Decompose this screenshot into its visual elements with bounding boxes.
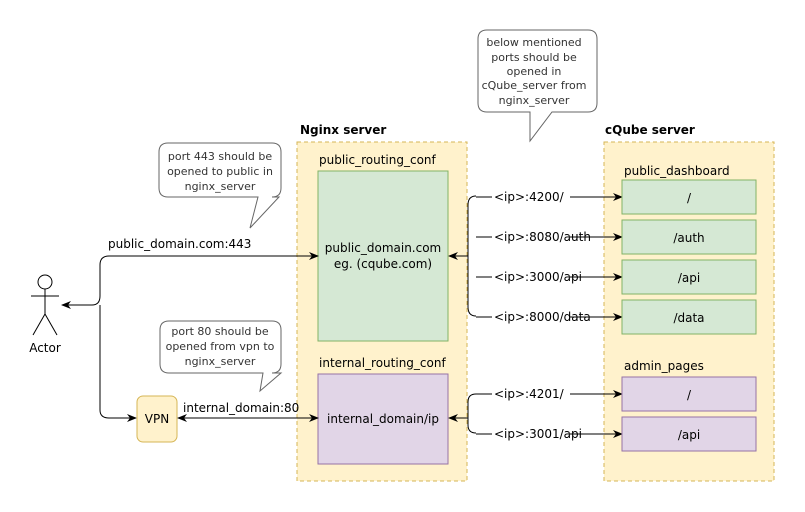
- internal-routing-conf-title: internal_routing_conf: [319, 356, 446, 370]
- public-port-label-1: <ip>:8080/auth: [494, 230, 591, 244]
- vpn-label: VPN: [145, 412, 169, 426]
- public-dashboard-title: public_dashboard: [624, 164, 730, 178]
- note-ports-line2: ports should be: [491, 51, 577, 64]
- note-port443-line2: opened to public in: [167, 165, 273, 178]
- admin-route-box-0: [621, 376, 757, 412]
- admin-port-label-1: <ip>:3001/api: [494, 427, 582, 441]
- public-routes-trunk: [449, 195, 477, 317]
- public-route-box-1: [621, 219, 757, 255]
- admin-pages-title: admin_pages: [624, 359, 704, 373]
- note-port80-line1: port 80 should be: [171, 325, 268, 338]
- admin-route-path-0: /: [687, 388, 692, 402]
- note-ports-line4: cQube_server from: [482, 79, 587, 92]
- public-route-path-2: /api: [678, 271, 700, 285]
- note-port80-line3: nginx_server: [185, 355, 256, 368]
- internal-domain-edge-label: internal_domain:80: [183, 401, 299, 415]
- note-port443-line1: port 443 should be: [168, 150, 272, 163]
- actor-label: Actor: [29, 341, 61, 355]
- note-port80-line2: opened from vpn to: [166, 340, 275, 353]
- public-port-label-bg-3: [492, 308, 570, 324]
- public-routes: <ip>:4200/ / <ip>:8080/auth/auth <ip>:3000/…: [476, 179, 757, 335]
- actor-to-public-edge: [61, 252, 319, 309]
- internal-domain-label: internal_domain/ip: [327, 412, 439, 426]
- public-route-path-3: /data: [673, 311, 704, 325]
- admin-route-path-1: /api: [678, 428, 700, 442]
- note-ports-line1: below mentioned: [486, 36, 581, 49]
- actor-to-vpn-edge: [99, 305, 137, 422]
- admin-port-label-0: <ip>:4201/: [494, 387, 565, 401]
- admin-routes-trunk: [449, 393, 477, 434]
- public-port-label-bg-0: [492, 188, 570, 204]
- note-ports-line3: opened in: [507, 65, 562, 78]
- note-port443-line3: nginx_server: [185, 180, 256, 193]
- public-domain-edge-label: public_domain.com:443: [108, 237, 251, 251]
- public-routing-conf-title: public_routing_conf: [319, 153, 437, 167]
- admin-port-label-bg-0: [492, 385, 570, 401]
- public-route-path-1: /auth: [673, 231, 704, 245]
- note-port80-bubble: [159, 320, 283, 393]
- actor: [31, 274, 59, 336]
- public-route-box-0: [621, 179, 757, 215]
- public-port-label-0: <ip>:4200/: [494, 190, 565, 204]
- note-ports-line5: nginx_server: [499, 94, 570, 107]
- nginx-server-title: Nginx server: [300, 123, 386, 137]
- admin-port-label-bg-1: [492, 425, 570, 441]
- public-route-box-2: [621, 259, 757, 295]
- public-domain-example: eg. (cqube.com): [334, 257, 432, 271]
- public-port-label-2: <ip>:3000/api: [494, 270, 582, 284]
- note-ports-bubble: [477, 29, 598, 143]
- public-route-box-3: [621, 299, 757, 335]
- public-port-label-bg-2: [492, 268, 570, 284]
- public-port-label-3: <ip>:8000/data: [494, 310, 591, 324]
- public-routing-conf-box: [317, 170, 449, 342]
- public-port-label-bg-1: [492, 228, 570, 244]
- public-route-path-0: /: [687, 191, 692, 205]
- admin-route-box-1: [621, 416, 757, 452]
- public-domain-label: public_domain.com: [325, 241, 442, 255]
- cqube-server-title: cQube server: [605, 123, 695, 137]
- note-port443-bubble: [158, 142, 282, 229]
- admin-routes: <ip>:4201/ / <ip>:3001/api/api: [476, 376, 757, 452]
